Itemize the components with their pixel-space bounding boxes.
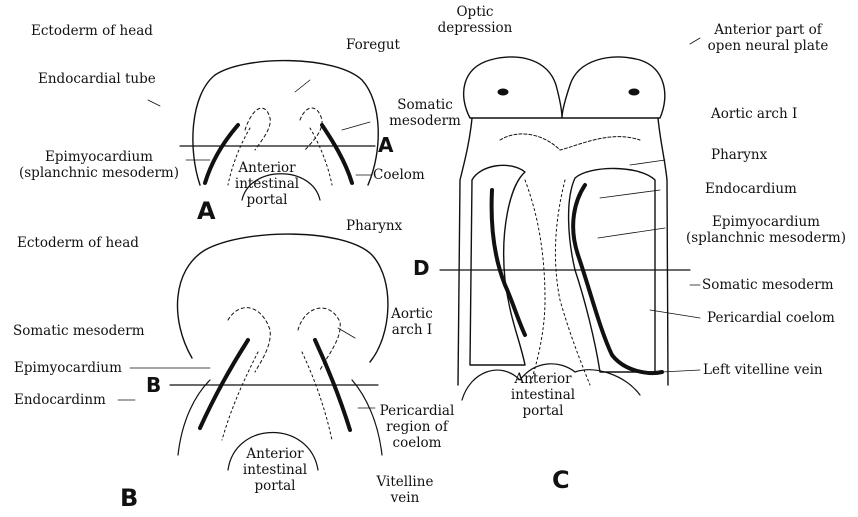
label-c-epimyocardium-line2: (splanchnic mesoderm) xyxy=(676,230,856,246)
section-marker-a: A xyxy=(378,133,393,157)
label-c-anterior-part: Anterior part of open neural plate xyxy=(688,22,848,54)
label-c-left-vitelline-vein: Left vitelline vein xyxy=(703,362,823,378)
panel-a-letter: A xyxy=(197,197,216,225)
label-a-coelom: Coelom xyxy=(373,167,425,183)
panel-c-drawing xyxy=(440,38,700,400)
label-b-endocardium: Endocardinm xyxy=(14,392,106,408)
panel-c-right-heart-wall xyxy=(573,185,662,373)
label-c-anterior-intestinal-portal: Anterior intestinal portal xyxy=(508,371,578,419)
label-b-epimyocardium: Epimyocardium xyxy=(14,360,122,376)
label-c-pharynx: Pharynx xyxy=(711,147,767,163)
label-b-pericardial-region: Pericardial region of coelom xyxy=(377,403,457,451)
label-b-aortic-arch-line1: Aortic xyxy=(382,306,442,322)
section-marker-b: B xyxy=(146,373,161,397)
panel-b-head-outline xyxy=(177,234,387,362)
label-a-epimyocardium-line1: Epimyocardium xyxy=(4,149,194,165)
panel-b-letter: B xyxy=(120,484,138,512)
label-b-ectoderm-of-head: Ectoderm of head xyxy=(17,235,139,251)
label-b-pericardial-line2: region of xyxy=(377,419,457,435)
label-b-anterior-intestinal-portal: Anterior intestinal portal xyxy=(235,446,315,494)
panel-c-right-optic-pit xyxy=(629,89,639,95)
label-a-epimyocardium-line2: (splanchnic mesoderm) xyxy=(4,165,194,181)
label-a-epimyocardium: Epimyocardium (splanchnic mesoderm) xyxy=(4,149,194,181)
label-a-portal-line2: intestinal xyxy=(232,176,302,192)
panel-c-endocardium xyxy=(525,180,590,385)
label-b-vitelline-line2: vein xyxy=(373,490,437,506)
label-c-optic-line1: Optic xyxy=(425,4,525,20)
label-b-vitelline-line1: Vitelline xyxy=(373,474,437,490)
label-a-portal-line3: portal xyxy=(232,192,302,208)
label-a-somatic-mesoderm: Somatic mesoderm xyxy=(380,97,470,129)
label-c-pericardial-coelom: Pericardial coelom xyxy=(707,310,835,326)
label-b-pharynx: Pharynx xyxy=(346,218,402,234)
panel-c-leaders xyxy=(598,38,700,372)
label-c-epimyocardium: Epimyocardium (splanchnic mesoderm) xyxy=(676,214,856,246)
panel-b-left-heart-wall xyxy=(200,340,248,428)
label-b-vitelline-vein: Vitelline vein xyxy=(373,474,437,506)
label-a-anterior-intestinal-portal: Anterior intestinal portal xyxy=(232,160,302,208)
label-b-aortic-arch-line2: arch I xyxy=(382,322,442,338)
label-a-ectoderm-of-head: Ectoderm of head xyxy=(31,23,153,39)
label-c-aortic-arch: Aortic arch I xyxy=(711,106,797,122)
label-a-portal-line1: Anterior xyxy=(232,160,302,176)
label-c-portal-line1: Anterior xyxy=(508,371,578,387)
label-b-pericardial-line1: Pericardial xyxy=(377,403,457,419)
label-c-anterior-line1: Anterior part of xyxy=(688,22,848,38)
panel-c-neural-plate xyxy=(464,57,665,118)
label-a-somatic-mesoderm-line1: Somatic xyxy=(380,97,470,113)
panel-b-outer-body-wall xyxy=(178,380,382,455)
section-marker-d: D xyxy=(413,256,430,280)
label-a-foregut: Foregut xyxy=(346,37,400,53)
label-c-somatic-mesoderm: Somatic mesoderm xyxy=(702,277,834,293)
label-b-portal-line1: Anterior xyxy=(235,446,315,462)
label-c-portal-line3: portal xyxy=(508,403,578,419)
label-a-somatic-mesoderm-line2: mesoderm xyxy=(380,113,470,129)
panel-b-drawing xyxy=(118,234,388,470)
panel-b-left-endocardium xyxy=(222,352,258,440)
label-c-endocardium: Endocardium xyxy=(705,181,797,197)
label-c-anterior-line2: open neural plate xyxy=(688,38,848,54)
label-b-pericardial-line3: coelom xyxy=(377,435,457,451)
panel-a-right-heart-wall xyxy=(322,125,352,183)
label-a-endocardial-tube: Endocardial tube xyxy=(38,71,156,87)
label-b-portal-line2: intestinal xyxy=(235,462,315,478)
label-b-portal-line3: portal xyxy=(235,478,315,494)
panel-c-left-optic-pit xyxy=(498,89,508,95)
panel-c-aortic-arch xyxy=(500,134,640,150)
label-b-somatic-mesoderm: Somatic mesoderm xyxy=(13,323,145,339)
panel-c-letter: C xyxy=(552,466,570,494)
panel-c-body-outline xyxy=(458,118,668,385)
label-c-epimyocardium-line1: Epimyocardium xyxy=(676,214,856,230)
label-c-optic-line2: depression xyxy=(425,20,525,36)
label-c-portal-line2: intestinal xyxy=(508,387,578,403)
label-c-optic-depression: Optic depression xyxy=(425,4,525,36)
label-b-aortic-arch: Aortic arch I xyxy=(382,306,442,338)
